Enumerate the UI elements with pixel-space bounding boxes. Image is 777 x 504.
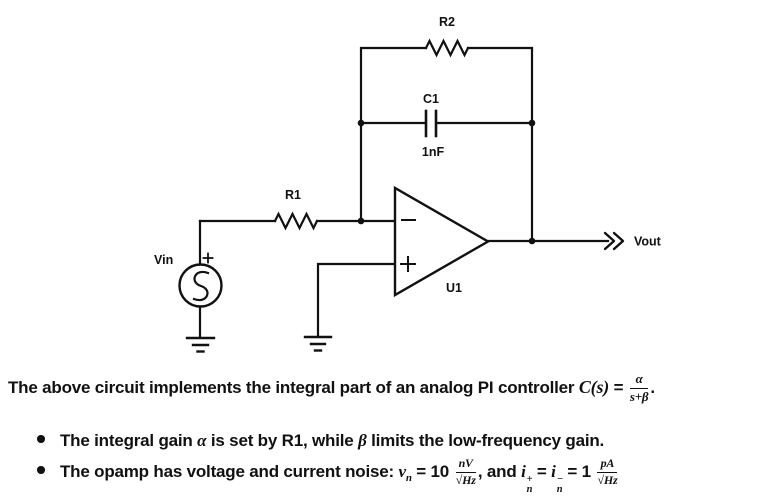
output-arrow-icon (603, 231, 625, 251)
ground-symbol-plus-input (303, 335, 333, 352)
opamp-u1 (393, 185, 491, 298)
junction-dot (357, 119, 365, 127)
label-u1: U1 (446, 281, 462, 295)
label-c1: C1 (423, 92, 439, 106)
current-noise-fraction: pA√Hz (597, 456, 618, 488)
source-plus-icon (202, 252, 214, 264)
noninverting-wire (316, 262, 397, 338)
in-minus-symbol: i (551, 462, 556, 481)
label-vin: Vin (154, 253, 173, 267)
voltage-noise-fraction: nV√Hz (455, 456, 476, 488)
in-plus-symbol: i (521, 462, 526, 481)
bullet-item-2: The opamp has voltage and current noise:… (60, 456, 618, 495)
beta-symbol: β (358, 431, 367, 450)
vn-symbol: v (398, 462, 406, 481)
caption-text: The above circuit implements the integra… (8, 378, 579, 397)
ground-symbol-vin (185, 336, 216, 353)
formula-equals: = (609, 378, 628, 397)
label-r2: R2 (439, 15, 455, 29)
formula-period: . (650, 378, 655, 397)
bullet-marker (37, 435, 45, 443)
junction-dot (357, 217, 365, 225)
bullet-item-1: The integral gain α is set by R1, while … (0, 428, 777, 454)
voltage-source-vin (178, 252, 223, 339)
bullet2-text: The opamp has voltage and current noise: (60, 462, 399, 481)
junction-dot (528, 119, 536, 127)
circuit-diagram: R2 C1 1nF R1 Vin U1 Vout (154, 15, 662, 353)
label-vout: Vout (634, 235, 662, 249)
label-r1: R1 (285, 188, 301, 202)
bullet1-text: is set by R1, while (206, 431, 359, 450)
opamp-plus-icon (400, 256, 416, 272)
input-wire (198, 219, 397, 266)
label-c1-value: 1nF (422, 145, 445, 159)
bullet-marker (37, 466, 45, 474)
resistor-r2 (424, 38, 470, 58)
resistor-r1 (273, 211, 319, 231)
alpha-symbol: α (197, 431, 207, 450)
formula-lhs: C(s) (578, 377, 610, 397)
caption-paragraph: The above circuit implements the integra… (8, 361, 773, 414)
bullet1-text: limits the low-frequency gain. (366, 431, 605, 450)
bullet1-text: The integral gain (60, 431, 198, 450)
feedback-wires (359, 46, 534, 243)
capacitor-c1 (359, 109, 534, 138)
junction-dot (528, 237, 536, 245)
